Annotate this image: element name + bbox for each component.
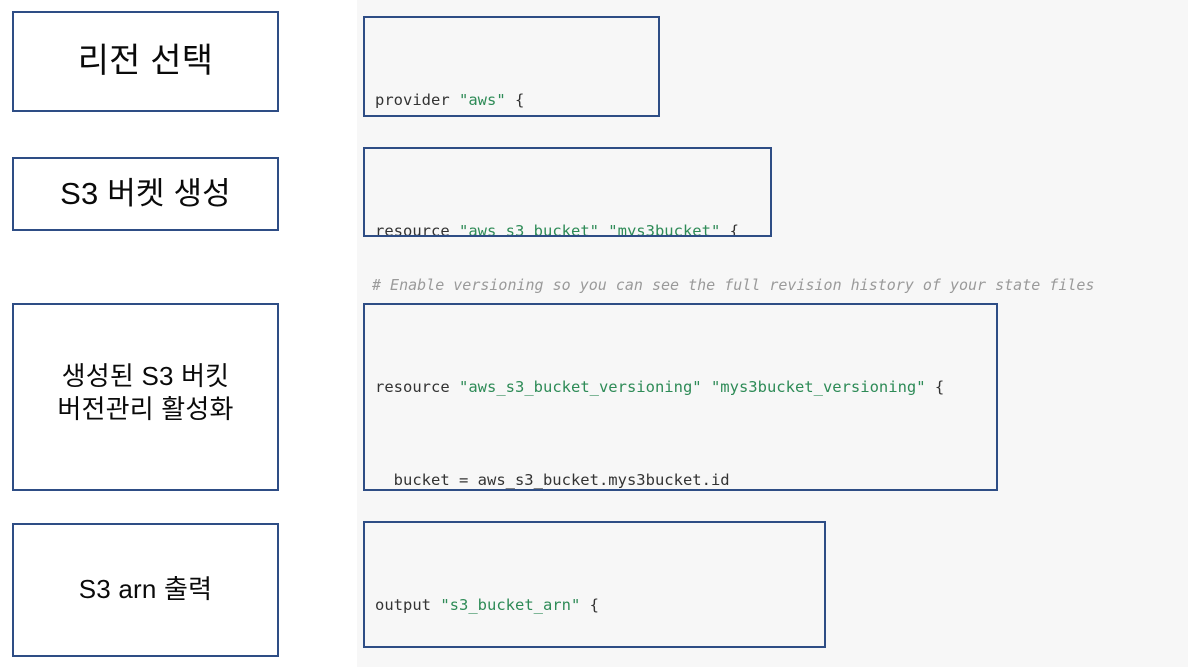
code-string: "aws_s3_bucket" "mys3bucket" [459, 222, 721, 237]
label-text-s3-bucket-create: S3 버켓 생성 [60, 176, 231, 212]
code-block-provider: provider "aws" { region = "ap-northeast-… [363, 16, 660, 117]
code-punct: { [505, 91, 525, 109]
code-string: "aws" [459, 91, 506, 109]
code-comment-versioning: # Enable versioning so you can see the f… [372, 276, 1095, 294]
code-punct: { [925, 378, 945, 396]
code-line: resource "aws_s3_bucket" "mys3bucket" { [375, 216, 762, 237]
code-line: provider "aws" { [375, 85, 650, 115]
code-punct: { [720, 222, 739, 237]
code-line: resource "aws_s3_bucket_versioning" "mys… [375, 372, 988, 403]
code-block-output-s3-arn: output "s3_bucket_arn" { value = aws_s3_… [363, 521, 826, 648]
label-text-s3-versioning: 생성된 S3 버킷 버전관리 활성화 [57, 360, 234, 424]
code-keyword: provider [375, 91, 459, 109]
code-keyword: output [375, 596, 441, 614]
label-box-s3-versioning: 생성된 S3 버킷 버전관리 활성화 [12, 303, 279, 491]
label-text-region-select: 리전 선택 [77, 41, 214, 80]
code-line: output "s3_bucket_arn" { [375, 590, 816, 621]
code-string: "s3_bucket_arn" [440, 596, 581, 614]
label-box-region-select: 리전 선택 [12, 11, 279, 112]
code-keyword: resource [375, 222, 459, 237]
label-text-s3-arn-output: S3 arn 출력 [78, 574, 213, 605]
code-keyword: resource [375, 378, 459, 396]
code-block-s3-bucket-versioning: resource "aws_s3_bucket_versioning" "mys… [363, 303, 998, 491]
code-line: bucket = aws_s3_bucket.mys3bucket.id [375, 471, 730, 489]
label-box-s3-arn-output: S3 arn 출력 [12, 523, 279, 657]
label-box-s3-bucket-create: S3 버켓 생성 [12, 157, 279, 231]
code-string: "aws_s3_bucket_versioning" "mys3bucket_v… [459, 378, 926, 396]
code-block-s3-bucket: resource "aws_s3_bucket" "mys3bucket" { … [363, 147, 772, 237]
code-punct: { [580, 596, 599, 614]
